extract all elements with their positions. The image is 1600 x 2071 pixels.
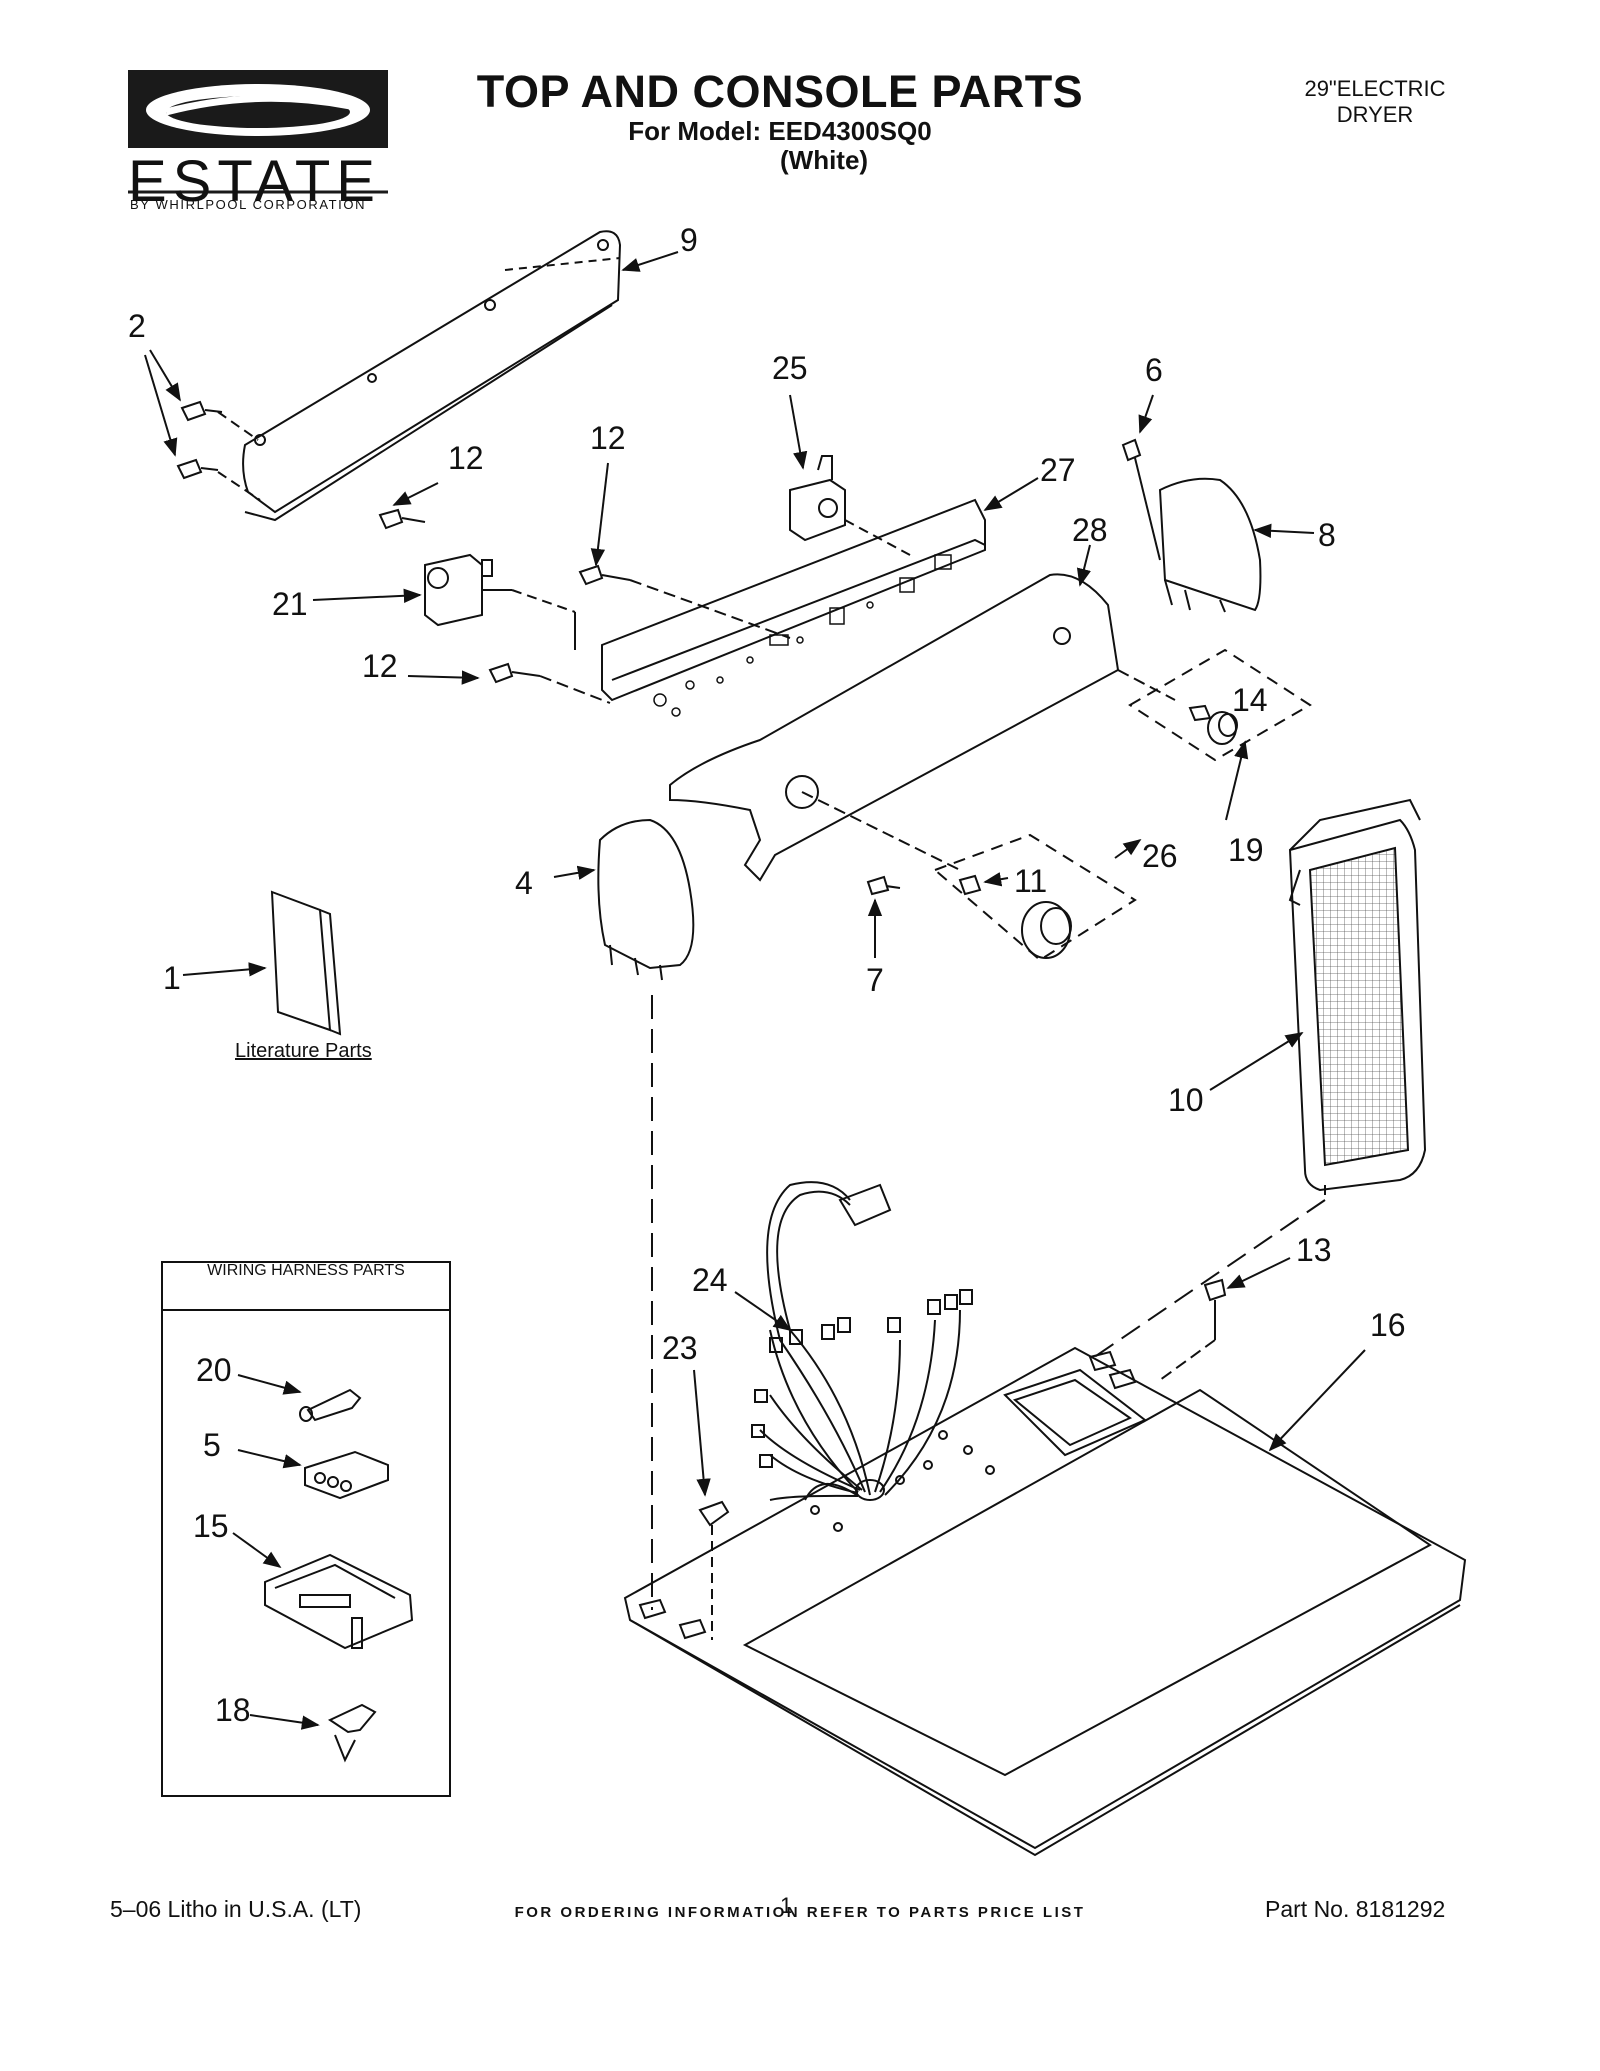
end-cap-4 [597,818,695,970]
screw-12a [378,508,426,530]
callout-10: 10 [1168,1082,1204,1118]
litho-info: 5–06 Litho in U.S.A. (LT) [110,1896,362,1922]
callout-4: 4 [515,865,533,901]
callout-11: 11 [1014,863,1048,899]
knob-11 [958,874,1072,959]
logo-tagline: BY WHIRLPOOL CORPORATION [130,197,367,212]
callout-19: 19 [1228,832,1264,868]
ordering-note: FOR ORDERING INFORMATION REFER TO PARTS … [514,1904,1086,1921]
logo-brand: ESTATE [128,149,381,214]
knob-14 [1188,704,1238,745]
page-number: 1 [780,1893,793,1918]
callout-2: 2 [128,308,146,344]
callout-7: 7 [866,962,884,998]
screw-2b [176,458,219,480]
leader-arrows [144,251,1366,1730]
callout-12-c: 12 [362,648,398,684]
console-28 [669,573,1120,882]
product-type: 29"ELECTRIC DRYER [1270,76,1480,128]
wiring-harness-title: WIRING HARNESS PARTS [207,1262,405,1279]
callout-16: 16 [1370,1307,1406,1343]
timer-25 [789,455,846,542]
callout-26: 26 [1142,838,1178,874]
color-line: (White) [780,145,869,175]
callout-1: 1 [163,960,181,996]
callout-28: 28 [1072,512,1108,548]
screw-7 [866,875,901,896]
literature-parts-label: Literature Parts [235,1040,372,1062]
screw-12c [488,662,541,684]
model-line: For Model: EED4300SQ0 [628,116,932,146]
callout-12-a: 12 [448,440,484,476]
screw-13 [1203,1278,1227,1340]
clip-18 [327,1703,377,1763]
screw-12b [578,564,631,586]
end-cap-8 [1158,477,1262,612]
wiring-harness-box [161,1261,451,1797]
connector-15 [264,1553,414,1650]
wire-harness-24 [751,1181,973,1501]
literature-1 [270,890,332,1032]
callout-13: 13 [1296,1232,1332,1268]
callout-25: 25 [772,350,808,386]
console-panel-27 [601,498,986,702]
callout-5: 5 [203,1427,221,1463]
callout-15: 15 [193,1508,229,1544]
callout-24: 24 [692,1262,728,1298]
estate-logo [128,70,388,194]
callout-8: 8 [1318,517,1336,553]
callout-14: 14 [1232,682,1268,718]
callout-12-b: 12 [590,420,626,456]
knob-box-26 [933,833,1137,962]
top-panel-16 [623,1346,1467,1857]
clip-23 [698,1500,730,1640]
callout-6: 6 [1145,352,1163,388]
screw-2a [180,400,223,422]
callout-21: 21 [272,586,308,622]
switch-21 [424,553,512,627]
line-art [161,230,1467,1857]
product-line-1: 29"ELECTRIC [1304,76,1446,101]
product-line-2: DRYER [1336,102,1414,127]
lint-screen-10 [1288,798,1427,1192]
screw-6 [1121,438,1161,561]
rear-bracket-9 [242,230,622,514]
page-title: TOP AND CONSOLE PARTS [476,66,1084,117]
connector-5 [304,1450,389,1500]
terminal-20 [299,1388,362,1422]
callout-9: 9 [680,222,698,258]
callout-27: 27 [1040,452,1076,488]
knob-box-19 [1128,648,1312,762]
callout-18: 18 [215,1692,251,1728]
callout-23: 23 [662,1330,698,1366]
part-number: Part No. 8181292 [1265,1896,1446,1922]
callout-20: 20 [196,1352,232,1388]
